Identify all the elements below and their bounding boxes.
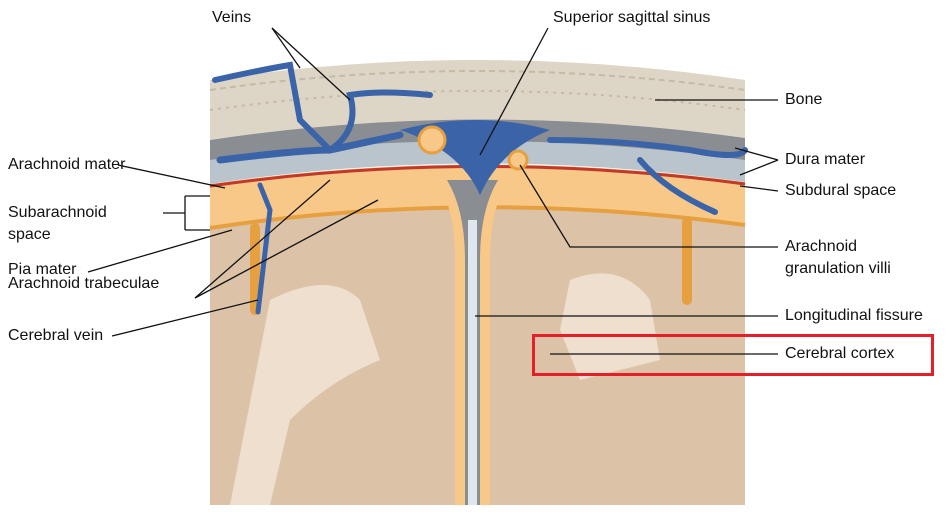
label-dura-mater: Dura mater bbox=[785, 151, 866, 168]
label-line: Subarachnoid bbox=[8, 204, 107, 221]
label-line: Arachnoid bbox=[785, 238, 858, 255]
label-line: granulation villi bbox=[785, 260, 891, 277]
label-subdural-space: Subdural space bbox=[785, 182, 897, 199]
leader-lines bbox=[87, 27, 779, 355]
label-cerebral-vein: Cerebral vein bbox=[8, 327, 104, 344]
label-arachnoid-granulation-villi: Arachnoid granulation villi bbox=[785, 236, 891, 280]
label-arachnoid-mater: Arachnoid mater bbox=[8, 156, 126, 173]
highlight-box-cerebral-cortex bbox=[532, 334, 934, 376]
label-line: space bbox=[8, 226, 51, 243]
label-longitudinal-fissure: Longitudinal fissure bbox=[785, 307, 923, 324]
veins bbox=[212, 61, 748, 315]
label-veins: Veins bbox=[212, 9, 252, 26]
bone-layer bbox=[210, 60, 745, 140]
label-subarachnoid-space: Subarachnoid space bbox=[8, 202, 107, 246]
label-pia-mater: Pia mater bbox=[8, 261, 77, 278]
label-superior-sagittal-sinus: Superior sagittal sinus bbox=[553, 9, 711, 26]
label-arachnoid-trabeculae: Arachnoid trabeculae bbox=[8, 273, 159, 295]
label-cerebral-cortex: Cerebral cortex bbox=[785, 345, 895, 362]
label-bone: Bone bbox=[785, 91, 823, 108]
cortex-light-region bbox=[230, 285, 380, 505]
label-line: Arachnoid trabeculae bbox=[8, 275, 160, 292]
